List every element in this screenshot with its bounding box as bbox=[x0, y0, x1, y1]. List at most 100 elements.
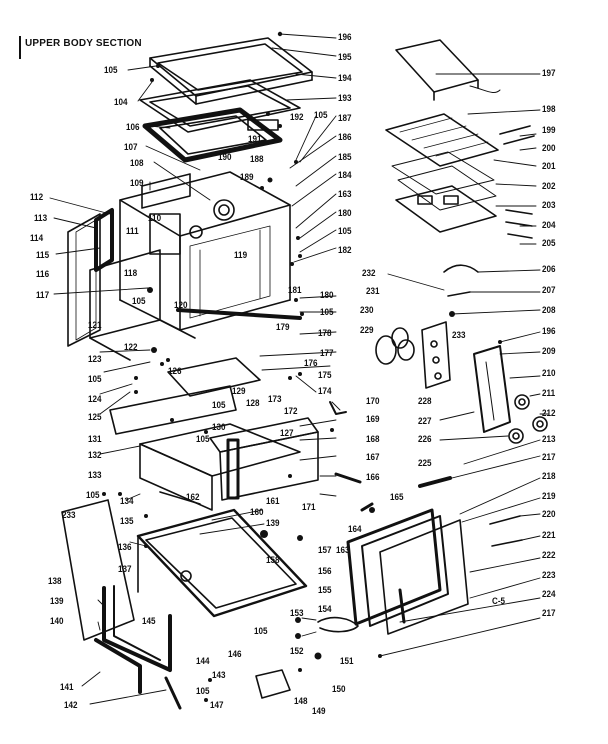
callout-label: 162 bbox=[186, 492, 200, 502]
callout-label: 203 bbox=[542, 200, 556, 210]
callout-label: 222 bbox=[542, 550, 556, 560]
callout-label: 178 bbox=[318, 328, 332, 338]
callout-label: 153 bbox=[290, 608, 304, 618]
tray-part-203 bbox=[395, 185, 497, 233]
callout-label: 151 bbox=[340, 656, 354, 666]
rail-part-179 bbox=[176, 308, 302, 320]
callout-label: 227 bbox=[418, 416, 432, 426]
callout-label: 105 bbox=[314, 110, 328, 120]
callout-label: 105 bbox=[86, 490, 100, 500]
bracket-plate-233 bbox=[421, 321, 451, 389]
knob-parts bbox=[508, 394, 548, 444]
callout-label: 168 bbox=[366, 434, 380, 444]
callout-label: 148 bbox=[294, 696, 308, 706]
callout-label: 109 bbox=[130, 178, 144, 188]
callout-label: 207 bbox=[542, 285, 556, 295]
callout-label: 218 bbox=[542, 471, 556, 481]
callout-label: 112 bbox=[30, 192, 44, 202]
callout-label: 134 bbox=[120, 496, 134, 506]
callout-label: 165 bbox=[390, 492, 404, 502]
callout-label: 150 bbox=[332, 684, 346, 694]
callout-label: 105 bbox=[104, 65, 118, 75]
rail-part-140 bbox=[94, 638, 142, 694]
callout-label: 184 bbox=[338, 170, 352, 180]
callout-label: 195 bbox=[338, 52, 352, 62]
callout-label: 113 bbox=[34, 213, 48, 223]
callout-label: 154 bbox=[318, 604, 332, 614]
callout-label: 105 bbox=[254, 626, 268, 636]
callout-label: 175 bbox=[318, 370, 332, 380]
callout-label: 187 bbox=[338, 113, 352, 123]
callout-label: 180 bbox=[338, 208, 352, 218]
bolt-part-164 bbox=[360, 502, 374, 512]
callout-label: 204 bbox=[542, 220, 556, 230]
callout-label: 129 bbox=[232, 386, 246, 396]
callout-label: 194 bbox=[338, 73, 352, 83]
callout-label: 126 bbox=[168, 366, 182, 376]
callout-label: 115 bbox=[36, 250, 50, 260]
callout-label: 127 bbox=[280, 428, 294, 438]
callout-label: 166 bbox=[366, 472, 380, 482]
callout-label: 173 bbox=[268, 394, 282, 404]
callout-label: 111 bbox=[126, 226, 139, 236]
callout-label: 200 bbox=[542, 143, 556, 153]
cord-part-151 bbox=[317, 616, 359, 633]
callout-label: 189 bbox=[240, 172, 254, 182]
callout-label: 138 bbox=[48, 576, 62, 586]
callout-label: 130 bbox=[212, 422, 226, 432]
callout-label: 163 bbox=[338, 189, 352, 199]
callout-label: 223 bbox=[542, 570, 556, 580]
callout-label: 117 bbox=[36, 290, 50, 300]
callout-label: C-5 bbox=[492, 596, 506, 606]
callout-label: 181 bbox=[288, 285, 302, 295]
callout-label: 231 bbox=[366, 286, 380, 296]
callout-label: 177 bbox=[320, 348, 334, 358]
callout-label: 233 bbox=[62, 510, 76, 520]
callout-label: 119 bbox=[234, 250, 248, 260]
callout-label: 163 bbox=[336, 545, 350, 555]
callout-label: 172 bbox=[284, 406, 298, 416]
callout-label: 149 bbox=[312, 706, 326, 716]
callout-label: 220 bbox=[542, 509, 556, 519]
callout-label: 106 bbox=[126, 122, 140, 132]
callout-label: 105 bbox=[88, 374, 102, 384]
callout-label: 170 bbox=[366, 396, 380, 406]
filter-part-198 bbox=[385, 113, 499, 167]
front-panel-131 bbox=[109, 385, 237, 435]
callout-label: 120 bbox=[174, 300, 188, 310]
grid-part-200 bbox=[391, 151, 497, 211]
plate-part-147 bbox=[255, 669, 291, 699]
callout-label: 193 bbox=[338, 93, 352, 103]
callout-label: 213 bbox=[542, 434, 556, 444]
callout-label: 201 bbox=[542, 161, 556, 171]
callout-label: 116 bbox=[36, 269, 50, 279]
callout-label: 217 bbox=[542, 608, 556, 618]
callout-label: 232 bbox=[362, 268, 376, 278]
callout-label: 139 bbox=[50, 596, 64, 606]
callout-label: 190 bbox=[218, 152, 232, 162]
callout-label: 145 bbox=[142, 616, 156, 626]
callout-label: 228 bbox=[418, 396, 432, 406]
bottom-pan-132 bbox=[139, 423, 301, 511]
callout-label: 179 bbox=[276, 322, 290, 332]
callout-label: 226 bbox=[418, 434, 432, 444]
callout-label: 139 bbox=[266, 518, 280, 528]
callout-label: 205 bbox=[542, 238, 556, 248]
callout-label: 224 bbox=[542, 589, 556, 599]
channel-part-168 bbox=[209, 417, 319, 501]
fan-part-108 bbox=[213, 199, 235, 221]
insulation-part-113 bbox=[94, 208, 114, 272]
broiler-pan-160 bbox=[136, 508, 308, 618]
callout-label: 180 bbox=[320, 290, 334, 300]
callout-label: 125 bbox=[88, 412, 102, 422]
callout-label: 192 bbox=[290, 112, 304, 122]
rail-part-176 bbox=[167, 357, 261, 397]
section-title: UPPER BODY SECTION bbox=[25, 38, 142, 49]
frame-part-145 bbox=[102, 585, 172, 672]
callout-label: 156 bbox=[318, 566, 332, 576]
callout-label: 141 bbox=[60, 682, 74, 692]
callout-label: 105 bbox=[196, 686, 210, 696]
callout-label: 136 bbox=[118, 542, 132, 552]
callout-label: 144 bbox=[196, 656, 210, 666]
callout-label: 152 bbox=[290, 646, 304, 656]
